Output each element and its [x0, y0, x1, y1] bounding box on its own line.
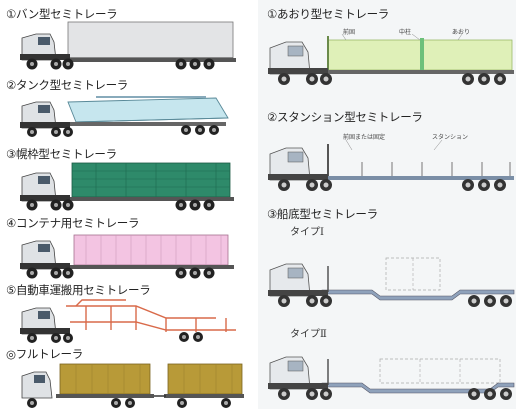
item-label-van: ①バン型セミトレーラ: [6, 7, 118, 21]
boat-bottom-type1-illustration: [268, 257, 515, 307]
container-semitrailer-illustration: [20, 234, 234, 279]
item-label-full-trailer: ◎フルトレーラ: [6, 347, 83, 361]
gate-semitrailer-illustration: [268, 34, 514, 85]
item-label-stanchion: ②スタンション型セミトレーラ: [267, 110, 423, 124]
annotation-gate: あおり: [452, 29, 471, 36]
type1-label: タイプⅠ: [290, 227, 324, 238]
canopy-semitrailer-illustration: [20, 162, 234, 211]
car-carrier-semitrailer-illustration: [20, 299, 236, 343]
type2-label: タイプⅡ: [290, 329, 327, 340]
annotation-stanchion: スタンション: [432, 134, 469, 141]
item-label-boat-bottom: ③船底型セミトレーラ: [267, 207, 378, 221]
van-semitrailer-illustration: [20, 21, 236, 70]
item-label-canopy: ③幌枠型セミトレーラ: [6, 147, 117, 161]
item-label-car-carrier: ⑤自動車運搬用セミトレーラ: [6, 283, 151, 297]
tank-semitrailer-illustration: [20, 96, 229, 137]
boat-bottom-type2-illustration: [268, 356, 515, 400]
item-label-tank: ②タンク型セミトレーラ: [6, 78, 129, 92]
item-label-container: ④コンテナ用セミトレーラ: [6, 216, 140, 230]
item-label-gate: ①あおり型セミトレーラ: [267, 7, 390, 21]
full-trailer-illustration: [21, 363, 244, 408]
annotation-center-post: 中柱: [399, 29, 412, 36]
annotation-front: 前固: [343, 29, 356, 36]
annotation-front-fixed: 前固または固定: [343, 134, 386, 141]
stanchion-semitrailer-illustration: [268, 140, 514, 191]
